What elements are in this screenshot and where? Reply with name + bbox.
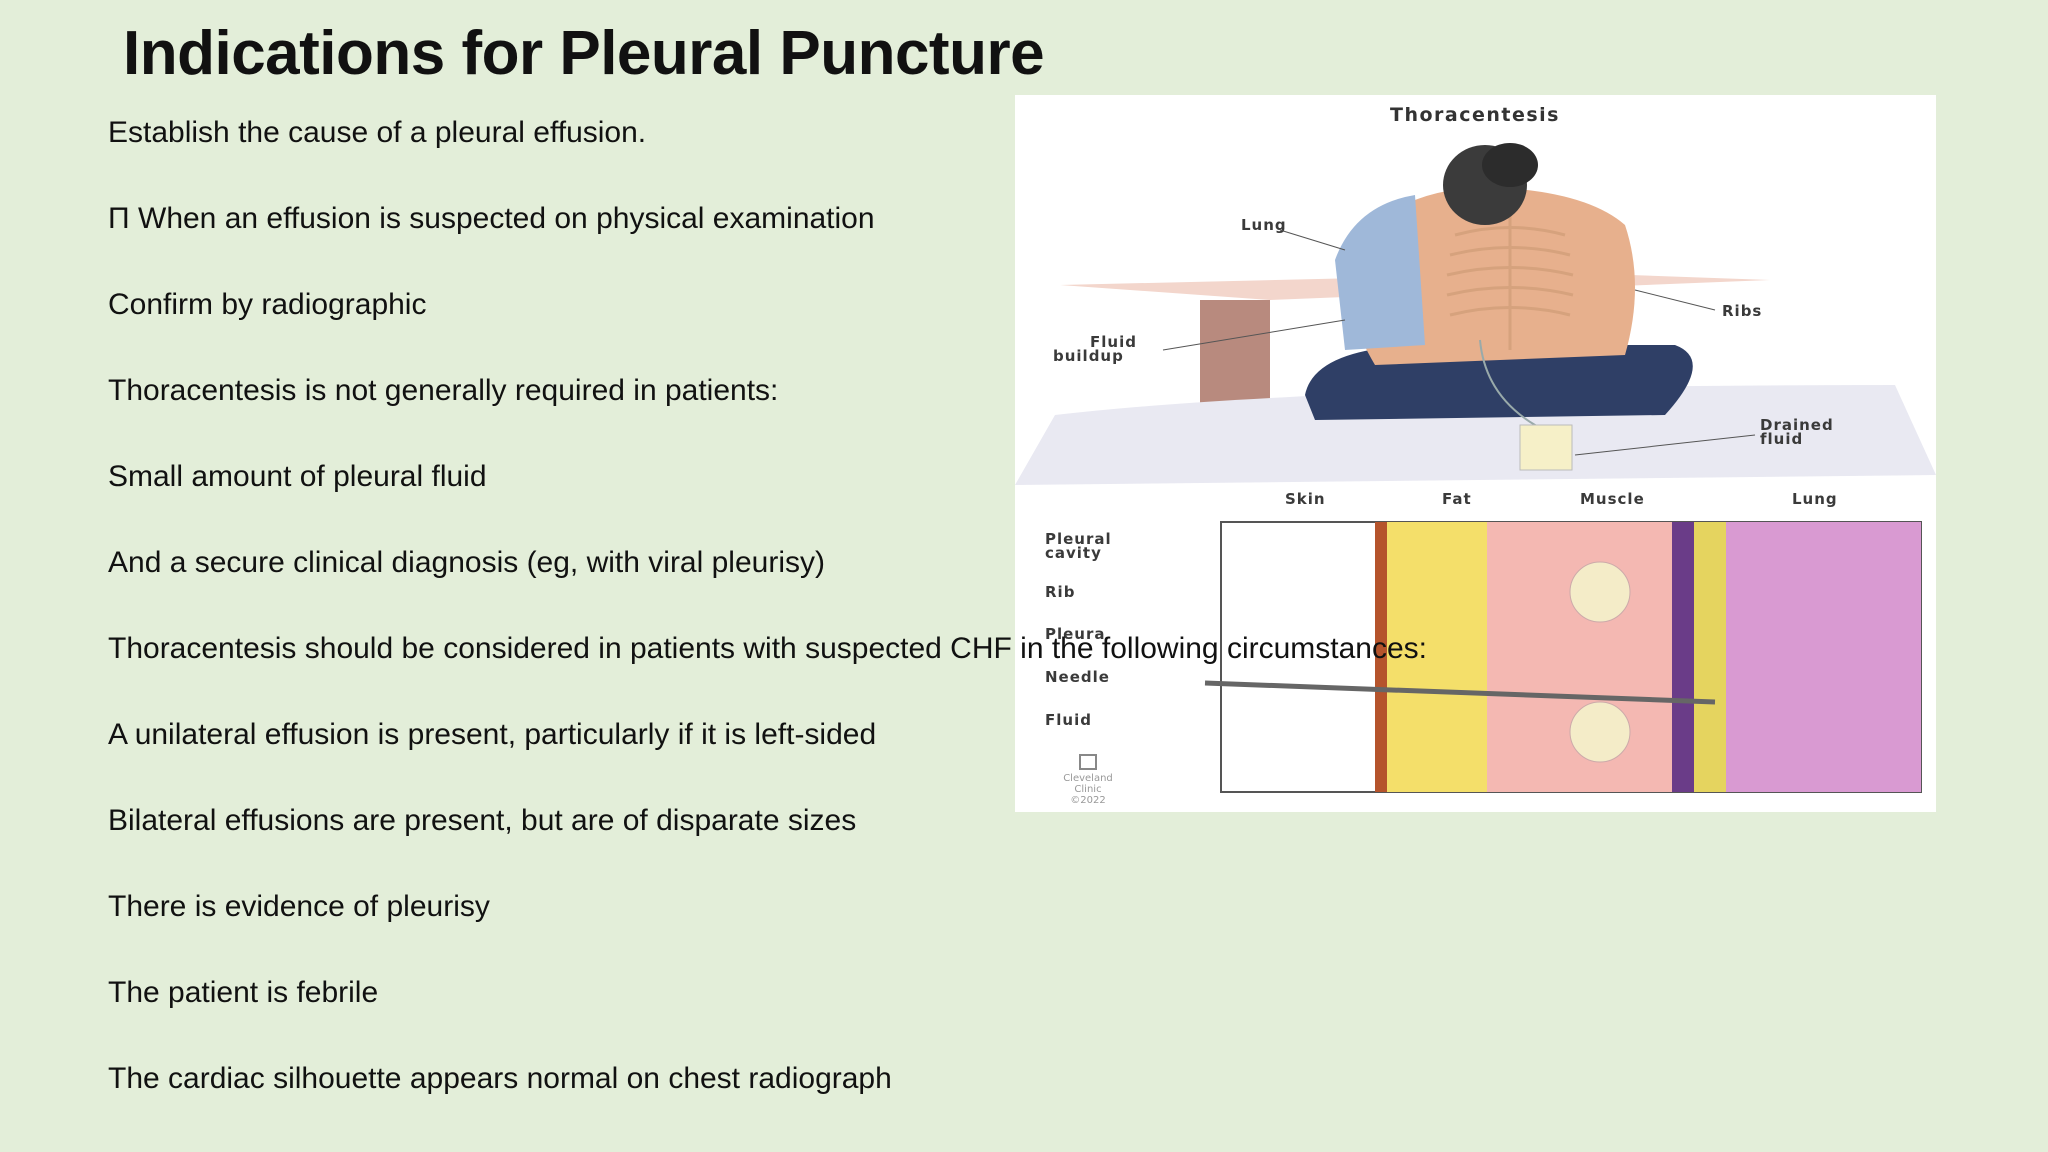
label-ribs: Ribs [1722, 302, 1762, 320]
label-drained-2: fluid [1760, 430, 1803, 448]
label-needle: Needle [1045, 668, 1110, 686]
label-drained-1: Drained [1760, 416, 1834, 434]
bullet-item: Establish the cause of a pleural effusio… [108, 116, 647, 149]
leader-drained [1574, 434, 1756, 456]
figure-title: Thoracentesis [1390, 104, 1560, 126]
credit-line-3: ©2022 [1070, 795, 1105, 806]
slide-title: Indications for Pleural Puncture [123, 19, 1045, 88]
drain-bag [1519, 424, 1573, 471]
tissue-cross-section [1204, 521, 1922, 793]
bullet-item: Thoracentesis should be considered in pa… [108, 632, 1428, 665]
bullet-item: And a secure clinical diagnosis (eg, wit… [108, 546, 825, 579]
label-rib: Rib [1045, 583, 1075, 601]
bullet-item: Π When an effusion is suspected on physi… [108, 202, 875, 235]
bullet-item: Confirm by radiographic [108, 288, 427, 321]
label-fat: Fat [1442, 490, 1472, 508]
label-lung-top: Lung [1241, 216, 1287, 234]
label-muscle: Muscle [1580, 490, 1645, 508]
bullet-item: A unilateral effusion is present, partic… [108, 718, 877, 751]
bullet-item: There is evidence of pleurisy [108, 890, 490, 923]
credit-line-2: Clinic [1074, 784, 1101, 795]
label-fluid-buildup-2: buildup [1053, 347, 1124, 365]
label-lung-bottom: Lung [1792, 490, 1838, 508]
credit-line-1: Cleveland [1063, 773, 1113, 784]
label-pleural-cavity-1: Pleural [1045, 530, 1112, 548]
hair-bun [1482, 143, 1538, 187]
thoracentesis-illustration: Thoracentesis Lung Ribs Fluid [1015, 95, 1936, 812]
gown [1335, 195, 1425, 350]
cleveland-clinic-logo-icon [1079, 754, 1097, 770]
label-pleura: Pleura [1045, 625, 1106, 643]
leader-ribs [1634, 289, 1716, 311]
bullet-item: The patient is febrile [108, 976, 379, 1009]
leader-fluid-buildup [1162, 319, 1346, 351]
leader-lung [1279, 229, 1346, 251]
bullet-item: Thoracentesis is not generally required … [108, 374, 779, 407]
label-fluid: Fluid [1045, 711, 1092, 729]
bed [1015, 385, 1936, 485]
table-leg [1200, 300, 1270, 415]
label-skin: Skin [1285, 490, 1326, 508]
drain-tube [1479, 339, 1536, 445]
bullet-item: The cardiac silhouette appears normal on… [108, 1062, 892, 1095]
label-fluid-buildup-1: Fluid [1090, 333, 1137, 351]
bullet-item: Bilateral effusions are present, but are… [108, 804, 857, 837]
bullet-item: Small amount of pleural fluid [108, 460, 487, 493]
label-pleural-cavity-2: cavity [1045, 544, 1102, 562]
ribs-graphic [1446, 205, 1574, 350]
